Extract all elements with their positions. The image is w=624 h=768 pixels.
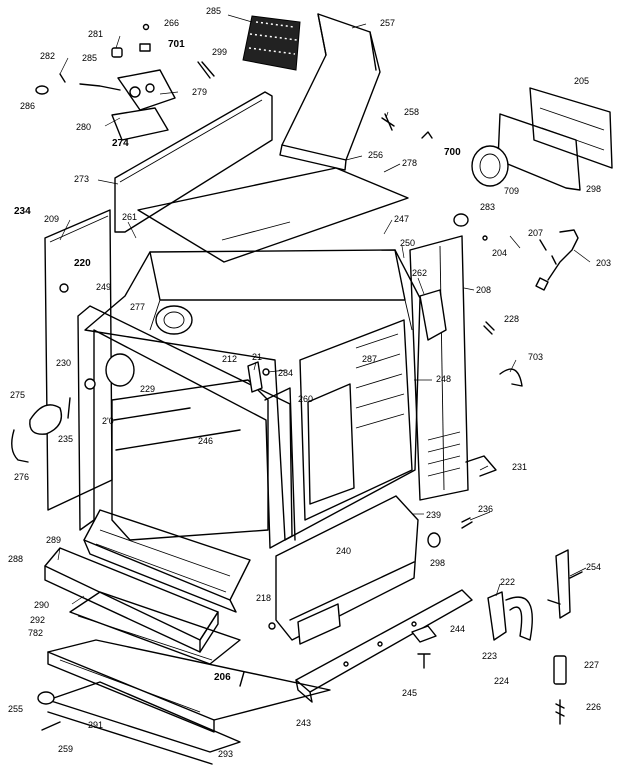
label-285b: 285 [82,53,97,63]
part-number-labels: 285 257 266 281 701 299 282 285 279 286 … [8,6,611,759]
label-259: 259 [58,744,73,754]
label-274: 274 [112,138,129,149]
label-281: 281 [88,29,103,39]
label-261: 261 [122,212,137,222]
label-290: 290 [34,600,49,610]
part-kickplate [47,639,331,765]
label-266: 266 [164,18,179,28]
label-782: 782 [28,628,43,638]
label-292: 292 [30,615,45,625]
part-drawer-290 [44,547,219,653]
label-220: 220 [74,258,91,269]
part-burner-valve-assembly [79,69,176,141]
label-239: 239 [426,510,441,520]
label-700: 700 [444,147,461,158]
label-248: 248 [436,374,451,384]
label-244: 244 [450,624,465,634]
label-236: 236 [478,504,493,514]
label-246: 246 [198,436,213,446]
leader-lines [57,14,591,605]
label-243: 243 [296,718,311,728]
label-204: 204 [492,248,507,258]
label-260: 260 [298,394,313,404]
label-209: 209 [44,214,59,224]
part-oven-door-frame [111,379,269,541]
part-rear-vent [497,87,613,191]
label-247: 247 [394,214,409,224]
label-226: 226 [586,702,601,712]
part-hinge-assembly [487,549,583,725]
label-257: 257 [380,18,395,28]
label-286: 286 [20,101,35,111]
label-227: 227 [584,660,599,670]
label-223: 223 [482,651,497,661]
label-207: 207 [528,228,543,238]
part-rear-panel-287 [299,319,413,521]
label-203: 203 [596,258,611,268]
label-208: 208 [476,285,491,295]
label-254: 254 [586,562,601,572]
label-228: 228 [504,314,519,324]
label-299: 299 [212,47,227,57]
label-258: 258 [404,107,419,117]
label-205: 205 [574,76,589,86]
part-drawer-292 [69,591,241,665]
label-240: 240 [336,546,351,556]
label-245: 245 [402,688,417,698]
part-oven-liner [84,249,421,541]
label-701: 701 [168,39,185,50]
label-275: 275 [10,390,25,400]
label-235: 235 [58,434,73,444]
label-709: 709 [504,186,519,196]
part-ignition-parts [11,353,135,463]
label-249: 249 [96,282,111,292]
part-insulation-pad [242,15,301,71]
label-283: 283 [480,202,495,212]
label-276: 276 [14,472,29,482]
label-224: 224 [494,676,509,686]
part-broiler-pan [83,509,251,613]
part-small-hardware-bottom [37,321,523,731]
part-back-frame [114,91,273,233]
label-285: 285 [206,6,221,16]
label-222: 222 [500,577,515,587]
label-293: 293 [218,749,233,759]
label-282: 282 [40,51,55,61]
part-top-panel [137,167,409,263]
label-298: 298 [586,184,601,194]
label-230: 230 [56,358,71,368]
label-250: 250 [400,238,415,248]
label-218: 218 [256,593,271,603]
part-small-clips [35,23,215,95]
label-291: 291 [88,720,103,730]
label-289: 289 [46,535,61,545]
label-278: 278 [402,158,417,168]
part-disc-cover [471,145,509,187]
label-210: 2'0 [102,416,114,426]
label-287: 287 [362,354,377,364]
part-bracket-212 [247,361,270,393]
label-262: 262 [412,268,427,278]
label-229: 229 [140,384,155,394]
label-298b: 298 [430,558,445,568]
label-279: 279 [192,87,207,97]
label-288: 288 [8,554,23,564]
label-212: 212 [222,354,237,364]
part-small-hardware-right [381,113,579,291]
label-703: 703 [528,352,543,362]
part-right-side-panel [409,235,469,501]
label-277: 277 [130,302,145,312]
label-273: 273 [74,174,89,184]
label-284: 284 [278,368,293,378]
label-206: 206 [214,672,231,683]
label-280: 280 [76,122,91,132]
part-base-frame [275,495,419,645]
label-21: 21 [252,352,262,362]
label-234: 234 [14,206,31,217]
label-255: 255 [8,704,23,714]
label-231: 231 [512,462,527,472]
label-256: 256 [368,150,383,160]
part-bottom-rail [295,589,473,703]
